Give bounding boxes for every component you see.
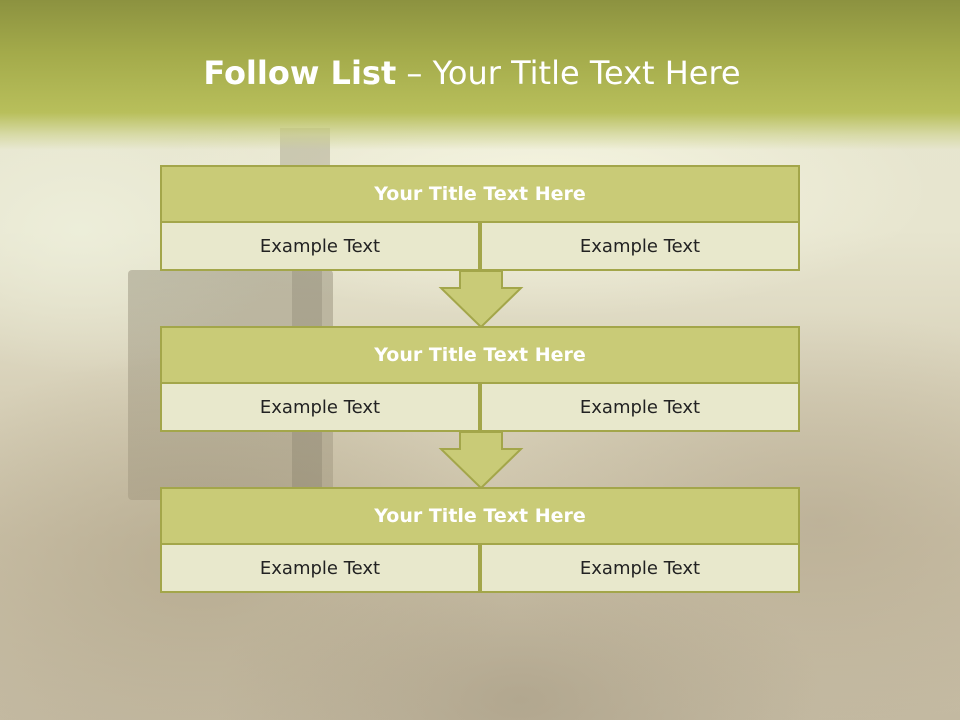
block-cell-left: Example Text: [160, 221, 480, 271]
down-arrow-icon: [438, 432, 524, 490]
block-title: Your Title Text Here: [160, 165, 800, 223]
list-block-3: Your Title Text Here Example Text Exampl…: [160, 487, 800, 593]
block-cell-right: Example Text: [480, 382, 800, 432]
down-arrow-icon: [438, 271, 524, 329]
slide-title-bold: Follow List: [203, 54, 397, 92]
slide-title: Follow List – Your Title Text Here: [0, 54, 944, 92]
block-cell-left: Example Text: [160, 382, 480, 432]
list-block-2: Your Title Text Here Example Text Exampl…: [160, 326, 800, 432]
block-cell-right: Example Text: [480, 221, 800, 271]
list-block-1: Your Title Text Here Example Text Exampl…: [160, 165, 800, 271]
slide-title-rest: – Your Title Text Here: [396, 54, 741, 92]
block-cell-right: Example Text: [480, 543, 800, 593]
block-title: Your Title Text Here: [160, 487, 800, 545]
header-band: [0, 0, 960, 150]
block-title: Your Title Text Here: [160, 326, 800, 384]
block-cell-left: Example Text: [160, 543, 480, 593]
